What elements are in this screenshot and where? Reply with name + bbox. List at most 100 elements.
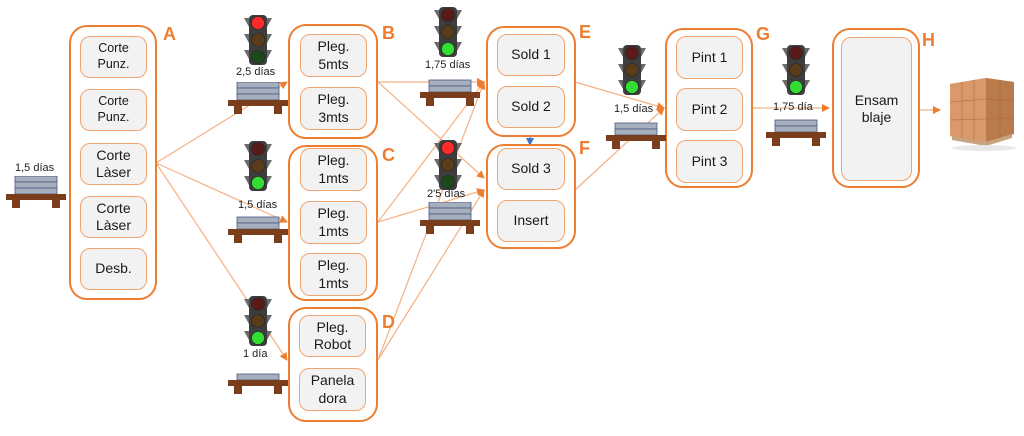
red-lamp-off xyxy=(251,297,265,311)
buffer-g-pallet-icon[interactable] xyxy=(604,117,668,151)
station-pleg-5mts[interactable]: Pleg. 5mts xyxy=(300,34,367,77)
group-e-letter: E xyxy=(579,22,592,42)
pallet-goods-layer xyxy=(428,207,472,215)
pallet-leg xyxy=(812,138,820,146)
pallet-goods-layer xyxy=(14,181,58,189)
pallet-goods-layer xyxy=(614,128,658,136)
finished-goods-pallet-icon xyxy=(949,78,1016,151)
buffer-c-pallet-icon[interactable] xyxy=(226,211,290,245)
station-sold-2[interactable]: Sold 2 xyxy=(497,86,565,128)
pallet-goods-layer xyxy=(236,82,280,89)
buffer-b-pallet-icon[interactable] xyxy=(226,82,290,116)
station-pleg-3mts[interactable]: Pleg. 3mts xyxy=(300,87,367,130)
pallet-leg xyxy=(274,106,282,114)
buffer-h-label: 1,75 día xyxy=(773,101,813,113)
pallet-goods-layer xyxy=(614,122,658,130)
group-c-letter: C xyxy=(382,145,395,165)
pallet-deck xyxy=(228,100,288,106)
station-sold-3[interactable]: Sold 3 xyxy=(497,148,565,190)
red-lamp-off xyxy=(251,142,265,156)
pallet-deck xyxy=(766,132,826,138)
pallet-goods-layer xyxy=(774,125,818,133)
amber-lamp-off xyxy=(441,25,455,39)
buffer-b-traffic-light-icon xyxy=(244,15,272,65)
station-pleg-1mts-2[interactable]: Pleg. 1mts xyxy=(300,201,367,244)
pallet-leg xyxy=(234,106,242,114)
group-a-letter: A xyxy=(163,24,176,44)
pallet-goods-layer xyxy=(428,79,472,87)
red-lamp-off xyxy=(441,8,455,22)
station-pint-1[interactable]: Pint 1 xyxy=(676,36,743,79)
pallet-goods-layer xyxy=(236,373,280,381)
buffer-d-traffic-light-icon xyxy=(244,296,272,346)
amber-lamp-off xyxy=(789,63,803,77)
station-pleg-1mts-1[interactable]: Pleg. 1mts xyxy=(300,148,367,191)
pallet-leg xyxy=(652,141,660,149)
pallet-leg xyxy=(772,138,780,146)
green-lamp-on xyxy=(789,80,803,94)
buffer-g-label: 1,5 días xyxy=(614,103,654,115)
group-d-letter: D xyxy=(382,312,395,332)
green-lamp-off xyxy=(441,175,455,189)
pallet-leg xyxy=(234,386,242,394)
red-lamp-on xyxy=(251,16,265,30)
pallet-deck xyxy=(228,380,288,386)
pallet-leg xyxy=(612,141,620,149)
buffer-c-traffic-light-icon xyxy=(244,141,272,191)
pallet-leg xyxy=(274,386,282,394)
station-insert[interactable]: Insert xyxy=(497,200,565,242)
station-corte-punz-1[interactable]: Corte Punz. xyxy=(80,36,147,78)
pallet-goods-layer xyxy=(428,213,472,221)
pallet-goods-layer xyxy=(236,216,280,224)
pallet-leg xyxy=(52,200,60,208)
amber-lamp-off xyxy=(625,63,639,77)
group-b-letter: B xyxy=(382,23,395,43)
pallet-deck xyxy=(6,194,66,200)
flow-b-to-f xyxy=(377,81,485,179)
station-desb[interactable]: Desb. xyxy=(80,248,147,290)
station-paneladora[interactable]: Panela dora xyxy=(299,368,366,411)
station-sold-1[interactable]: Sold 1 xyxy=(497,34,565,76)
group-f-letter: F xyxy=(579,138,590,158)
station-corte-laser-2[interactable]: Corte Làser xyxy=(80,196,147,238)
station-pint-3[interactable]: Pint 3 xyxy=(676,140,743,183)
red-lamp-on xyxy=(441,141,455,155)
station-pleg-robot[interactable]: Pleg. Robot xyxy=(299,315,366,357)
pallet-deck xyxy=(228,229,288,235)
buffer-h-pallet-icon[interactable] xyxy=(764,114,828,148)
flow-a-to-c xyxy=(155,162,288,223)
amber-lamp-off xyxy=(251,33,265,47)
amber-lamp-off xyxy=(251,314,265,328)
pallet-goods-layer xyxy=(236,222,280,230)
buffer-e-pallet-icon[interactable] xyxy=(418,74,482,108)
pallet-goods-layer xyxy=(236,87,280,95)
pallet-goods-layer xyxy=(428,202,472,209)
buffer-e-label: 1,75 días xyxy=(425,59,471,71)
green-lamp-on xyxy=(251,331,265,345)
green-lamp-on xyxy=(625,80,639,94)
pallet-goods-layer xyxy=(774,119,818,127)
red-lamp-off xyxy=(625,46,639,60)
station-pleg-1mts-3[interactable]: Pleg. 1mts xyxy=(300,253,367,296)
buffer-input-pallet-icon[interactable] xyxy=(4,176,68,210)
station-corte-laser-1[interactable]: Corte Làser xyxy=(80,143,147,185)
buffer-f-pallet-icon[interactable] xyxy=(418,202,482,236)
station-corte-punz-2[interactable]: Corte Punz. xyxy=(80,89,147,131)
pallet-goods-layer xyxy=(236,93,280,101)
pallet-leg xyxy=(274,235,282,243)
pallet-leg xyxy=(234,235,242,243)
red-lamp-off xyxy=(789,46,803,60)
buffer-e-traffic-light-icon xyxy=(434,7,462,57)
buffer-b-label: 2,5 días xyxy=(236,66,276,78)
buffer-input-label: 1,5 días xyxy=(15,162,55,174)
pallet-deck xyxy=(420,92,480,98)
buffer-d-pallet-icon[interactable] xyxy=(226,362,290,396)
buffer-g-traffic-light-icon xyxy=(618,45,646,95)
station-pint-2[interactable]: Pint 2 xyxy=(676,88,743,131)
amber-lamp-off xyxy=(251,159,265,173)
buffer-f-traffic-light-icon xyxy=(434,140,462,190)
station-ensamblaje[interactable]: Ensam blaje xyxy=(841,37,912,181)
buffer-c-label: 1,5 días xyxy=(238,199,278,211)
